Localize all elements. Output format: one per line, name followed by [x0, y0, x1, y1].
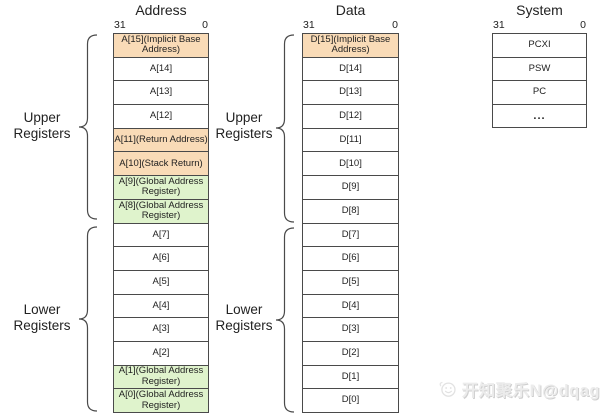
system-column: System 31 0 PCXI PSW PC ... [492, 2, 587, 128]
watermark-text: 开知聚乐N@dqag [461, 382, 600, 400]
lower-registers-label-address: Lower Registers [13, 302, 71, 333]
watermark: 开知聚乐N@dqag [438, 373, 600, 405]
system-bit-high-label: 31 [493, 19, 505, 31]
system-bit-range: 31 0 [492, 18, 587, 32]
address-register-box: A[15](Implicit Base Address) A[14] A[13]… [113, 33, 209, 413]
register-cell-d11: D[11] [303, 129, 398, 153]
register-cell-d13: D[13] [303, 81, 398, 106]
register-cell-d7: D[7] [303, 224, 398, 248]
register-cell-d15: D[15](Implicit Base Address) [303, 34, 398, 58]
register-cell-d3: D[3] [303, 318, 398, 342]
data-bit-low-label: 0 [392, 19, 398, 31]
upper-registers-label-data: Upper Registers [215, 110, 273, 141]
smiley-face-icon [439, 381, 456, 397]
register-cell-d12: D[12] [303, 105, 398, 129]
address-bit-low-label: 0 [202, 19, 208, 31]
system-bit-low-label: 0 [580, 19, 586, 31]
register-cell-system-more: ... [533, 109, 546, 122]
register-cell-d5: D[5] [303, 271, 398, 295]
data-bit-range: 31 0 [302, 18, 399, 32]
address-column: Address 31 0 A[15](Implicit Base Address… [113, 2, 209, 413]
register-cell-a5: A[5] [114, 271, 208, 295]
register-cell-d14: D[14] [303, 58, 398, 82]
register-cell-a1: A[1](Global Address Register) [114, 365, 208, 390]
address-bit-range: 31 0 [113, 18, 209, 32]
register-cell-d8: D[8] [303, 200, 398, 224]
address-column-title: Address [135, 2, 187, 18]
data-register-box: D[15](Implicit Base Address) D[14] D[13]… [302, 33, 399, 413]
register-cell-d9: D[9] [303, 176, 398, 200]
upper-registers-label-address: Upper Registers [13, 110, 71, 141]
data-bit-high-label: 31 [303, 19, 315, 31]
address-bit-high-label: 31 [114, 19, 126, 31]
register-cell-d0: D[0] [341, 394, 360, 406]
register-cell-d10: D[10] [303, 152, 398, 177]
data-column: Data 31 0 D[15](Implicit Base Address) D… [302, 2, 399, 413]
register-cell-a15: A[15](Implicit Base Address) [114, 34, 208, 58]
register-cell-a6: A[6] [114, 247, 208, 271]
register-cell-a9: A[9](Global Address Register) [114, 176, 208, 200]
register-cell-a8: A[8](Global Address Register) [114, 199, 208, 224]
register-cell-d6: D[6] [303, 247, 398, 271]
register-cell-a2: A[2] [114, 342, 208, 366]
system-register-box: PCXI PSW PC ... [492, 33, 587, 128]
register-cell-pc: PC [493, 81, 586, 105]
register-cell-a7: A[7] [114, 224, 208, 248]
register-cell-a12: A[12] [114, 105, 208, 129]
register-cell-pcxi: PCXI [493, 34, 586, 58]
register-cell-a4: A[4] [114, 295, 208, 319]
register-cell-psw: PSW [493, 58, 586, 81]
data-column-title: Data [335, 2, 366, 18]
register-cell-a3: A[3] [114, 318, 208, 342]
register-cell-d2: D[2] [303, 342, 398, 366]
register-cell-d1: D[1] [303, 366, 398, 390]
register-cell-a11: A[11](Return Address) [114, 128, 208, 153]
register-cell-a10: A[10](Stack Return) [114, 152, 208, 177]
register-cell-d4: D[4] [303, 295, 398, 319]
system-column-title: System [516, 2, 563, 18]
lower-registers-label-data: Lower Registers [215, 302, 273, 333]
register-cell-a0: A[0](Global Address Register) [114, 389, 208, 412]
register-cell-a13: A[13] [114, 81, 208, 106]
register-cell-a14: A[14] [114, 58, 208, 82]
